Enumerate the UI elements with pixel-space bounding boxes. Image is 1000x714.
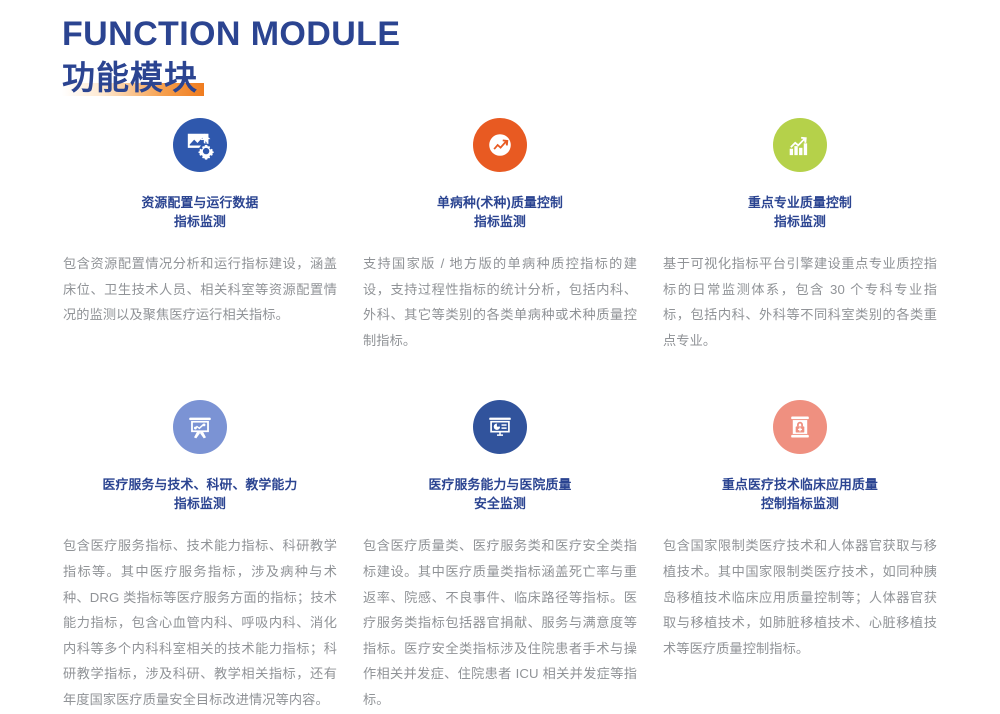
module-card-body: 支持国家版 / 地方版的单病种质控指标的建设，支持过程性指标的统计分析，包括内科…: [363, 256, 637, 348]
bar-chart-growth-icon: [773, 118, 827, 172]
module-card-title: 重点医疗技术临床应用质量 控制指标监测: [722, 477, 878, 512]
page-title-chinese-wrap: 功能模块: [62, 58, 204, 98]
module-card-4: 医疗服务与技术、科研、教学能力 指标监测 包含医疗服务指标、技术能力指标、科研教…: [50, 400, 350, 712]
module-card-body: 包含资源配置情况分析和运行指标建设，涵盖床位、卫生技术人员、相关科室等资源配置情…: [63, 256, 337, 323]
module-card-body: 包含医疗质量类、医疗服务类和医疗安全类指标建设。其中医疗质量类指标涵盖死亡率与重…: [363, 538, 637, 707]
page-title-chinese: 功能模块: [62, 59, 198, 96]
module-card-3: 重点专业质量控制 指标监测 基于可视化指标平台引擎建设重点专业质控指标的日常监测…: [650, 118, 950, 353]
module-card-5: 医疗服务能力与医院质量 安全监测 包含医疗质量类、医疗服务类和医疗安全类指标建设…: [350, 400, 650, 712]
module-card-1: 资源配置与运行数据 指标监测 包含资源配置情况分析和运行指标建设，涵盖床位、卫生…: [50, 118, 350, 353]
image-chart-gear-icon: [173, 118, 227, 172]
module-card-title: 单病种(术种)质量控制 指标监测: [437, 195, 563, 229]
module-card-title: 医疗服务能力与医院质量 安全监测: [428, 477, 572, 512]
module-card-body: 包含国家限制类医疗技术和人体器官获取与移植技术。其中国家限制类医疗技术，如同种胰…: [663, 538, 937, 656]
trending-up-circle-icon: [473, 118, 527, 172]
module-card-title: 医疗服务与技术、科研、教学能力 指标监测: [102, 477, 298, 512]
module-card-title: 资源配置与运行数据 指标监测: [141, 195, 259, 229]
module-card-6: 重点医疗技术临床应用质量 控制指标监测 包含国家限制类医疗技术和人体器官获取与移…: [650, 400, 950, 712]
page-header: FUNCTION MODULE 功能模块: [62, 12, 400, 98]
module-card-title: 重点专业质量控制 指标监测: [748, 195, 852, 229]
presentation-board-line-chart-icon: [173, 400, 227, 455]
locked-medical-document-icon: [773, 400, 827, 455]
title-underline-highlight: [62, 83, 204, 96]
module-card-body: 基于可视化指标平台引擎建设重点专业质控指标的日常监测体系，包含 30 个专科专业…: [663, 256, 937, 348]
module-card-2: 单病种(术种)质量控制 指标监测 支持国家版 / 地方版的单病种质控指标的建设，…: [350, 118, 650, 353]
function-module-grid: 资源配置与运行数据 指标监测 包含资源配置情况分析和运行指标建设，涵盖床位、卫生…: [0, 118, 1000, 713]
page-title-english: FUNCTION MODULE: [62, 15, 401, 53]
presentation-screen-pie-chart-icon: [473, 400, 527, 455]
module-card-body: 包含医疗服务指标、技术能力指标、科研教学指标等。其中医疗服务指标，涉及病种与术种…: [63, 538, 337, 707]
